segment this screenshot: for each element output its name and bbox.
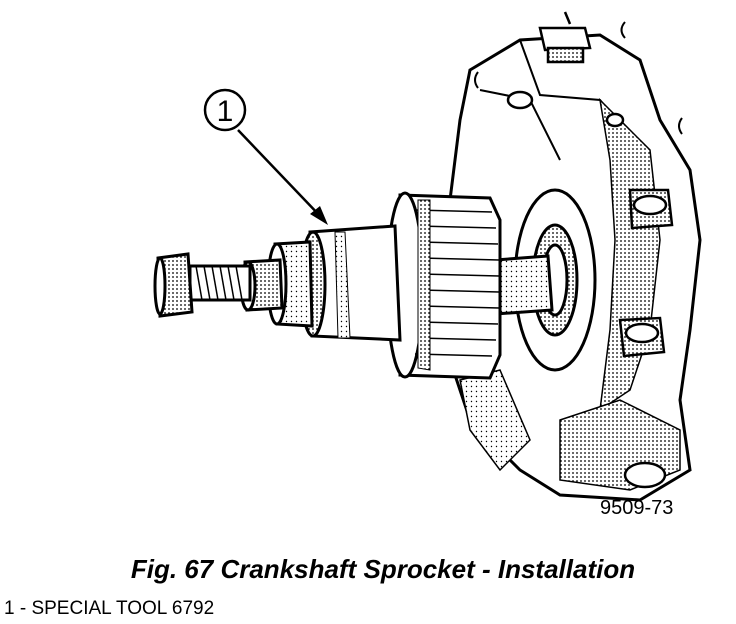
legend-item: 1 - SPECIAL TOOL 6792 [4,598,215,619]
housing-bolt-lower [618,316,666,358]
detail-marks [474,21,683,135]
callout-1: 1 [203,88,247,132]
crankshaft-nose [493,254,554,316]
figure-caption: Fig. 67 Crankshaft Sprocket - Installati… [130,554,636,584]
housing-bolt-top [538,11,592,64]
crankshaft-sprocket-drawing: 1 9509-73 [153,11,702,519]
callout-leader [237,129,328,225]
special-tool [266,224,402,342]
tool-forcing-screw [153,252,284,318]
housing-bolt-right [628,188,674,230]
housing-hole-bottom [506,90,667,489]
technical-illustration: 1 9509-73 [153,11,702,519]
figure-code: 9509-73 [600,497,673,519]
callout-number: 1 [217,95,234,128]
crankshaft-sprocket [385,191,502,380]
